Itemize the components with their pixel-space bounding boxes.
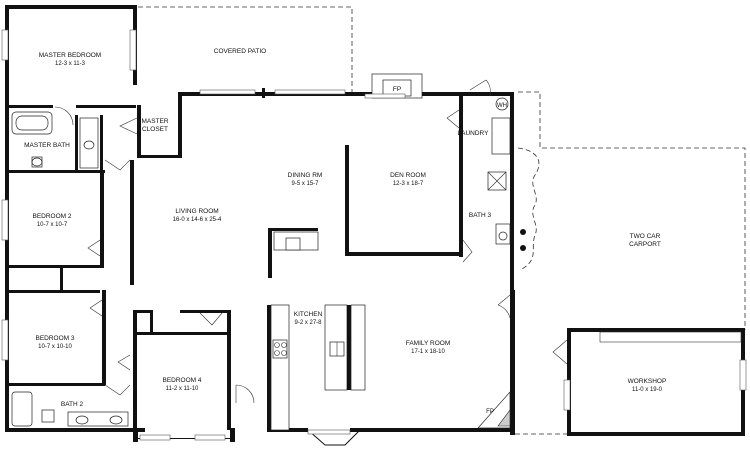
master-closet-label-2: CLOSET: [142, 126, 168, 133]
living-room-dim: 16-0 x 14-6 x 25-4: [173, 217, 222, 223]
carport-label-1: TWO CAR: [630, 233, 661, 240]
cooktop-icon: [285, 237, 301, 251]
bedroom-3: [1, 290, 106, 386]
workshop-dim: 11-0 x 19-0: [632, 387, 663, 393]
sink-basin: [498, 231, 508, 241]
bedroom-2-label: BEDROOM 2: [32, 213, 71, 220]
laundry: [469, 79, 511, 155]
washer-dryer-icon: [491, 117, 511, 155]
den-room-dim: 12-3 x 18-7: [393, 181, 424, 187]
sink-icon: [75, 415, 89, 425]
living-dining: [199, 88, 463, 278]
master-bath: [5, 106, 105, 173]
family-room: [477, 294, 511, 429]
fireplace-top: [364, 73, 423, 99]
carport-label-2: CARPORT: [629, 241, 661, 248]
master-bath-label: MASTER BATH: [24, 142, 70, 149]
bedroom-3-dim: 10-7 x 10-10: [38, 344, 72, 350]
living-room-label: LIVING ROOM: [175, 208, 218, 215]
kitchen: [270, 304, 366, 446]
laundry-label: LAUNDRY: [458, 130, 490, 137]
covered-patio-outline: [138, 6, 353, 95]
workshop: [552, 328, 747, 436]
bedroom-3-label: BEDROOM 3: [35, 335, 74, 342]
water-heater-icon: [495, 97, 509, 111]
bath-3-label: BATH 3: [469, 212, 492, 219]
post-icon: [520, 245, 526, 251]
workshop-label: WORKSHOP: [628, 378, 667, 385]
toilet-icon: [31, 157, 43, 167]
kitchen-label: KITCHEN: [294, 311, 323, 318]
bathtub-icon: [11, 391, 33, 427]
master-bedroom: [1, 29, 137, 108]
sink-icon: [109, 415, 123, 425]
exterior-walls: [5, 5, 515, 442]
room-labels: MASTER BEDROOM 12-3 x 11-3 COVERED PATIO…: [24, 48, 666, 415]
bedroom-4-label: BEDROOM 4: [162, 377, 201, 384]
den-room: [446, 109, 460, 129]
den-room-label: DEN ROOM: [390, 172, 426, 179]
bedroom-4: [133, 310, 255, 441]
bath-2-label: BATH 2: [61, 401, 84, 408]
closets: [5, 159, 134, 293]
toilet-icon: [41, 409, 55, 423]
covered-patio-label: COVERED PATIO: [214, 48, 267, 55]
fireplace-bottom-label: FP: [486, 409, 494, 415]
dining-rm-dim: 9-5 x 15-7: [291, 181, 319, 187]
family-room-dim: 17-1 x 18-10: [411, 349, 445, 355]
bedroom-4-dim: 11-2 x 11-10: [166, 386, 199, 392]
bath-3: [462, 171, 526, 263]
fireplace-top-label: FP: [393, 86, 401, 93]
master-closet: [119, 105, 182, 158]
wh-label: WH: [497, 103, 507, 109]
master-closet-label-1: MASTER: [141, 118, 168, 125]
dining-rm-label: DINING RM: [288, 172, 323, 179]
counter-icon: [270, 304, 290, 431]
bath-2: [11, 354, 131, 427]
master-bedroom-dim: 12-3 x 11-3: [55, 61, 86, 67]
kitchen-dim: 9-2 x 27-8: [294, 320, 322, 326]
sink-icon: [83, 140, 95, 150]
range-icon: [272, 339, 288, 359]
bedroom-2: [1, 173, 104, 268]
bedroom-2-dim: 10-7 x 10-7: [37, 222, 68, 228]
post-icon: [520, 229, 526, 235]
master-bedroom-label: MASTER BEDROOM: [39, 52, 101, 59]
family-room-label: FAMILY ROOM: [406, 340, 451, 347]
carport-steps: [517, 147, 540, 271]
tub-basin: [15, 115, 49, 131]
